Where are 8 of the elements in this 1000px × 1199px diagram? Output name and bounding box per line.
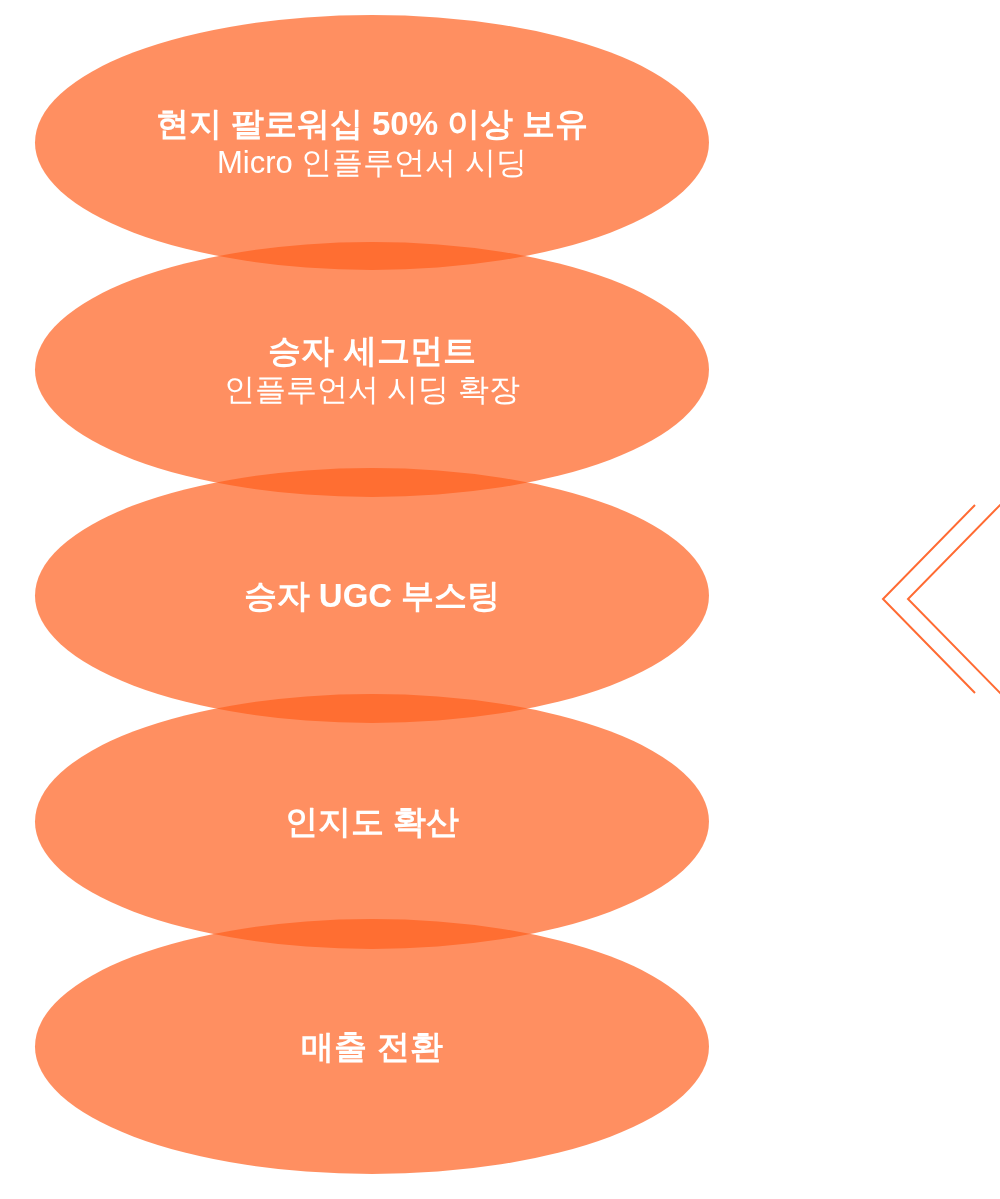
funnel-stage-ellipse bbox=[35, 919, 709, 1174]
stage-description: Micro 인플루언서 시딩 bbox=[217, 143, 527, 182]
stage-description: 인플루언서 시딩 확장 bbox=[223, 370, 521, 409]
stage-title: 인지도 확산 bbox=[284, 801, 460, 842]
stage-title: 승자 세그먼트 bbox=[268, 330, 476, 371]
stage-title: 승자 UGC 부스팅 bbox=[243, 575, 501, 616]
stage-title: 현지 팔로워십 50% 이상 보유 bbox=[155, 103, 589, 144]
stage-title: 매출 전환 bbox=[301, 1026, 443, 1067]
